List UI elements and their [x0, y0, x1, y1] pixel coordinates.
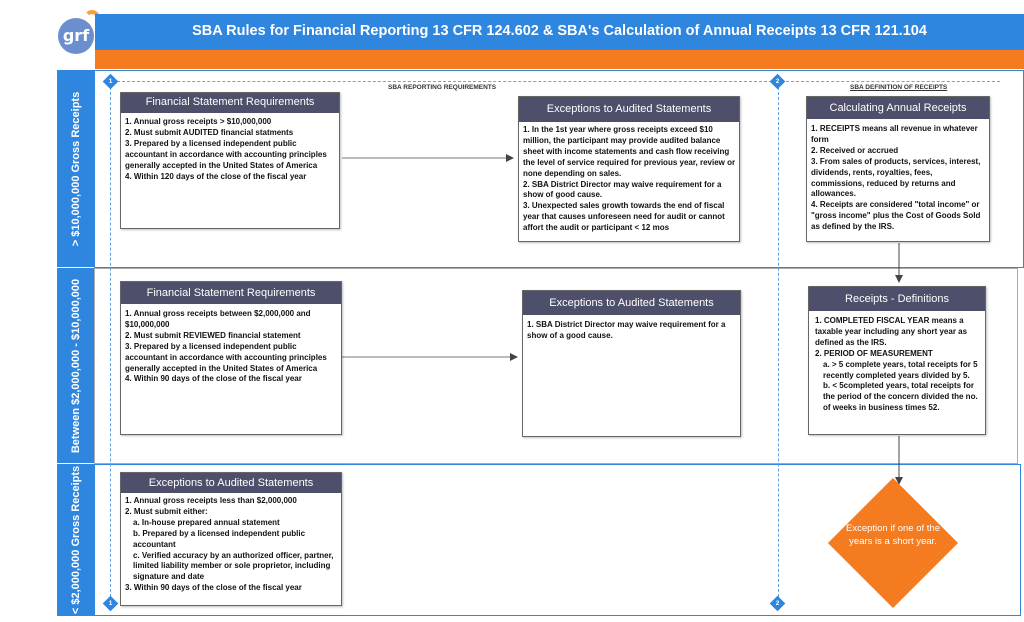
lane-label-under-2m: < $2,000,000 Gross Receipts: [57, 464, 94, 616]
card-line: 1. Annual gross receipts > $10,000,000: [125, 117, 272, 126]
section-reporting-label: SBA REPORTING REQUIREMENTS: [388, 84, 497, 91]
lane-under-2m: [94, 464, 1021, 616]
marker-2-top: 2: [775, 78, 780, 85]
card-line: 4. Within 120 days of the close of the f…: [125, 171, 307, 181]
card-line: 2. Must submit either:: [125, 506, 208, 516]
card-title: Financial Statement Requirements: [121, 93, 339, 113]
card-line: 3. Unexpected sales growth towards the e…: [523, 201, 728, 233]
card-financial-statement-req-2m-10m: Financial Statement Requirements 1. Annu…: [120, 281, 342, 435]
lane-label-over-10m: > $10,000,000 Gross Receipts: [57, 70, 94, 267]
card-receipts-definitions: Receipts - Definitions 1. COMPLETED FISC…: [808, 286, 986, 435]
card-title: Exceptions to Audited Statements: [523, 291, 740, 315]
card-line: 3. Within 90 days of the close of the fi…: [125, 583, 302, 593]
card-line: 1. SBA District Director may waive requi…: [527, 320, 728, 340]
card-line: 4. Within 90 days of the close of the fi…: [125, 374, 302, 384]
orange-banner: [95, 50, 1024, 69]
marker-1-bottom: 1: [108, 600, 113, 607]
card-line: 4. Receipts are considered "total income…: [811, 200, 983, 232]
card-line: 2. Must submit REVIEWED financial statem…: [125, 330, 301, 340]
card-exceptions-under-2m: Exceptions to Audited Statements 1. Annu…: [120, 472, 342, 606]
card-line: a. > 5 complete years, total receipts fo…: [823, 359, 980, 380]
card-line: 3. Prepared by a licensed independent pu…: [125, 138, 330, 170]
card-line: 3. From sales of products, services, int…: [811, 156, 983, 199]
definition-header-line: [786, 81, 1000, 82]
card-line: 2. PERIOD OF MEASUREMENT: [815, 348, 933, 358]
page-title: SBA Rules for Financial Reporting 13 CFR…: [192, 23, 927, 39]
card-line: 1. RECEIPTS means all revenue in whateve…: [811, 124, 980, 144]
card-title: Receipts - Definitions: [809, 287, 985, 311]
card-calculating-annual-receipts: Calculating Annual Receipts 1. RECEIPTS …: [806, 96, 990, 242]
card-exceptions-2m-10m: Exceptions to Audited Statements 1. SBA …: [522, 290, 741, 437]
card-line: 1. COMPLETED FISCAL YEAR means a taxable…: [815, 316, 970, 347]
card-line: 1. Annual gross receipts less than $2,00…: [125, 496, 297, 505]
decision-text: Exception if one of the years is a short…: [845, 523, 940, 547]
card-financial-statement-req-over-10m: Financial Statement Requirements 1. Annu…: [120, 92, 340, 229]
card-line: b. < 5completed years, total receipts fo…: [823, 381, 980, 413]
card-line: 3. Prepared by a licensed independent pu…: [125, 341, 330, 373]
card-line: 1. In the 1st year where gross receipts …: [523, 125, 738, 178]
section-line-2: [778, 82, 779, 602]
card-title: Financial Statement Requirements: [121, 282, 341, 304]
card-title: Exceptions to Audited Statements: [121, 473, 341, 493]
card-line: a. In-house prepared annual statement: [133, 517, 280, 527]
card-line: 2. SBA District Director may waive requi…: [523, 179, 724, 200]
card-line: 1. Annual gross receipts between $2,000,…: [125, 309, 313, 329]
card-title: Calculating Annual Receipts: [807, 97, 989, 119]
card-line: b. Prepared by a licensed independent pu…: [133, 528, 308, 549]
section-line-1: [110, 82, 111, 602]
card-line: 2. Must submit AUDITED financial statmen…: [125, 127, 294, 137]
title-bar: SBA Rules for Financial Reporting 13 CFR…: [95, 14, 1024, 50]
card-line: 2. Received or accrued: [811, 145, 899, 155]
marker-2-bottom: 2: [775, 600, 780, 607]
card-line: c. Verified accuracy by an authorized of…: [133, 550, 336, 582]
lane-label-2m-10m: Between $2,000,000 - $10,000,000: [57, 268, 94, 463]
card-exceptions-over-10m: Exceptions to Audited Statements 1. In t…: [518, 96, 740, 242]
card-title: Exceptions to Audited Statements: [519, 97, 739, 122]
reporting-header-line: [117, 81, 772, 82]
lane-2m-10m: [94, 268, 1018, 464]
marker-1-top: 1: [108, 78, 113, 85]
section-definition-label: SBA DEFINITION OF RECEIPTS: [850, 84, 948, 91]
